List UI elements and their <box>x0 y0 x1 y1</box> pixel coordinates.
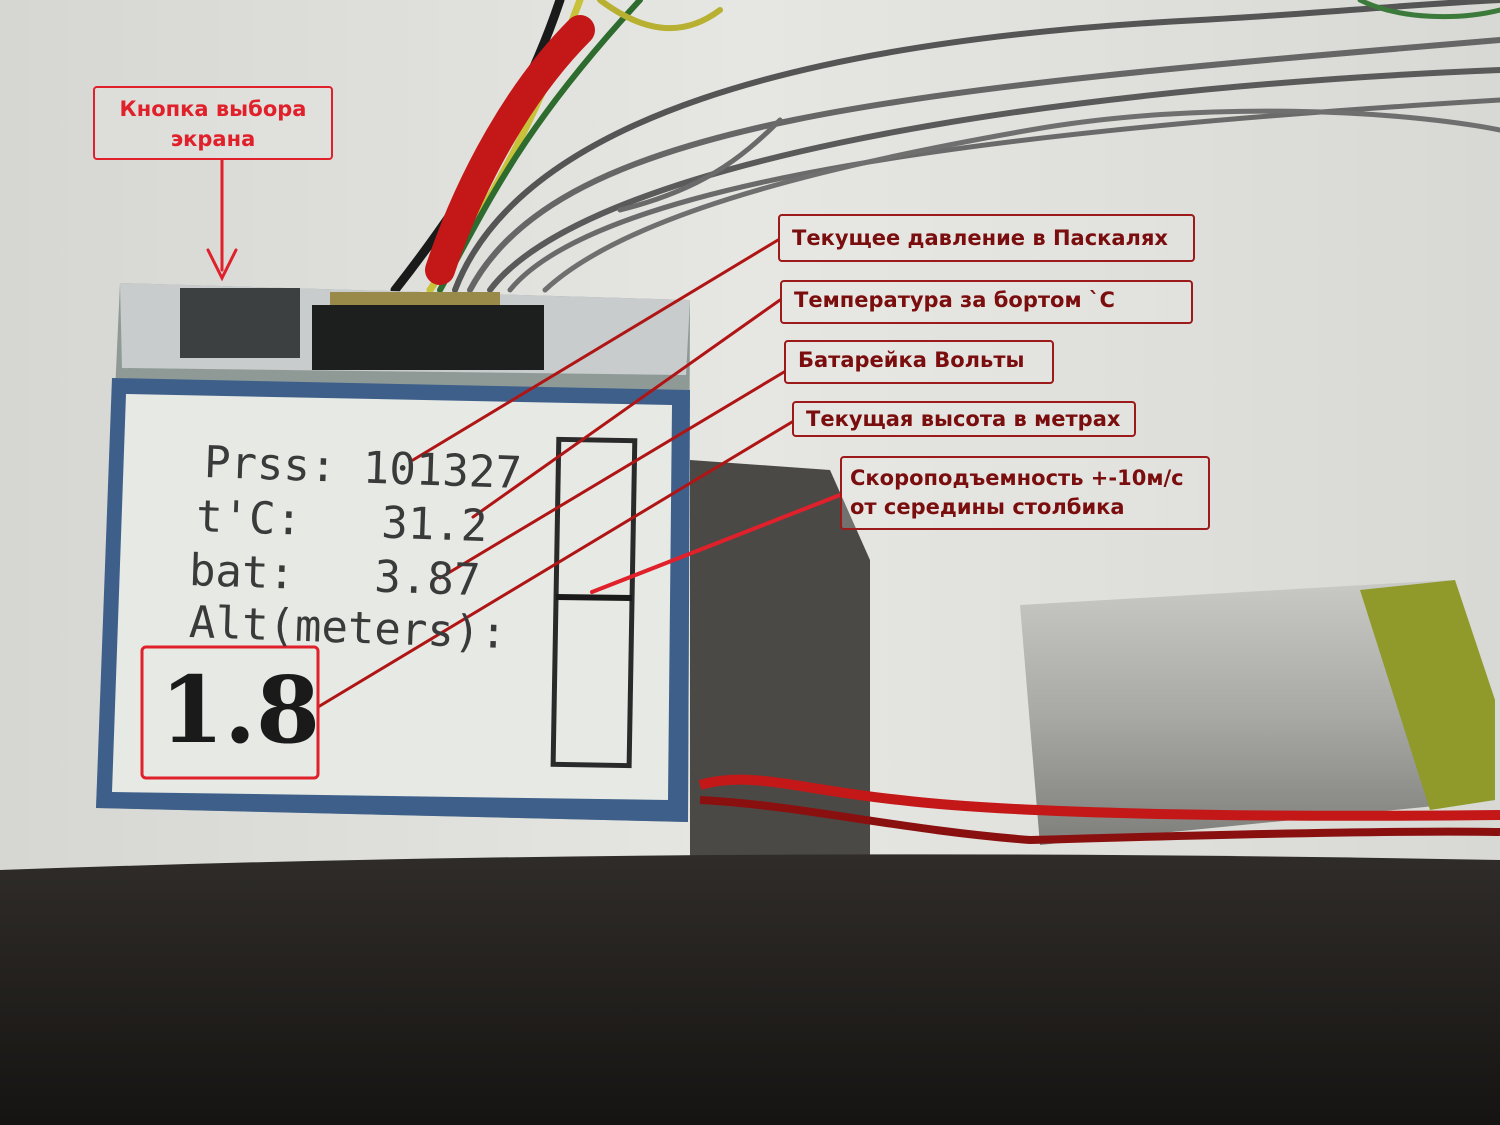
annotation-button-line1: Кнопка выбора <box>119 97 307 121</box>
dark-floor <box>0 854 1500 1125</box>
annotation-climb-line2: от середины столбика <box>850 495 1125 519</box>
annotation-button-line2: экрана <box>170 127 256 151</box>
lcd-module <box>96 283 690 822</box>
annotation-temperature: Температура за бортом `С <box>780 280 1193 324</box>
vario-marker <box>555 594 633 601</box>
altitude-highlight-box <box>140 645 320 780</box>
annotation-climb-rate: Скороподъемность +-10м/с от середины сто… <box>840 456 1210 530</box>
annotation-altitude: Текущая высота в метрах <box>792 401 1136 437</box>
lcd-altitude-label: Alt(meters): <box>188 596 508 660</box>
callout-lines <box>206 158 842 709</box>
device-shadow <box>690 460 870 870</box>
vario-bar <box>550 436 638 769</box>
annotation-climb-line1: Скороподъемность +-10м/с <box>850 466 1184 490</box>
lcd-pressure-label: Prss: <box>203 436 338 493</box>
annotation-button: Кнопка выбора экрана <box>93 86 333 160</box>
lcd-temperature-label: t'C: <box>195 490 303 546</box>
wires <box>390 0 1500 295</box>
lcd-battery-value: 3.87 <box>373 551 482 607</box>
annotation-battery: Батарейка Вольты <box>784 340 1054 384</box>
lcd-temperature-row: t'C: 31.2 <box>195 490 488 554</box>
lipo-battery <box>698 580 1500 845</box>
lcd-temperature-value: 31.2 <box>380 497 489 553</box>
lcd-pressure-value: 101327 <box>362 442 523 500</box>
annotation-pressure: Текущее давление в Паскалях <box>778 214 1195 262</box>
lcd-screen <box>112 394 672 800</box>
lcd-battery-label: bat: <box>188 544 296 600</box>
lcd-altitude-value: 1.8 <box>160 656 321 764</box>
